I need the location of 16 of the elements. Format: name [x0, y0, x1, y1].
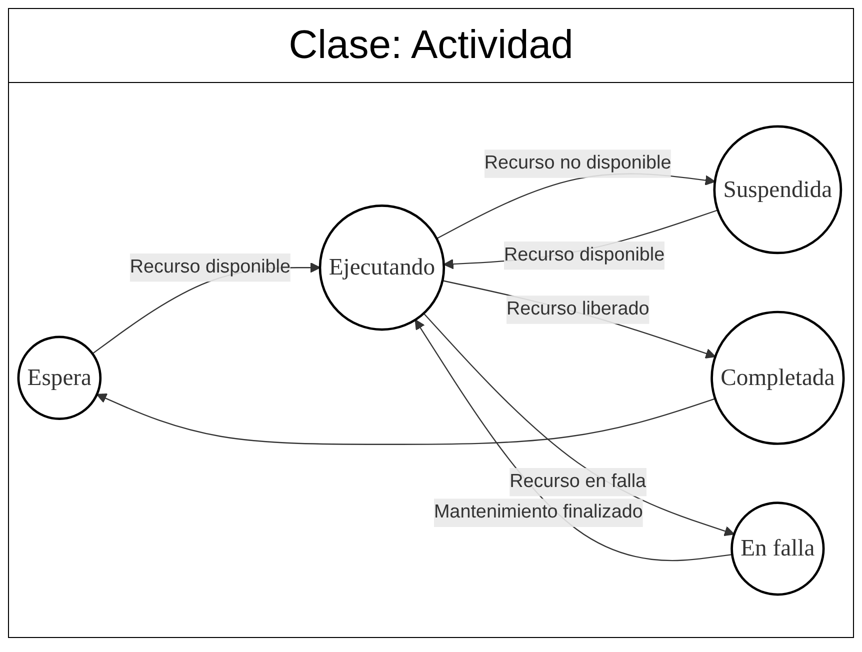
- node-circle: Suspendida: [713, 124, 842, 254]
- arrow: [442, 280, 716, 358]
- node-circle: Espera: [17, 335, 102, 420]
- edge-label: Recurso liberado: [506, 298, 650, 319]
- edge-label: Recurso no disponible: [484, 152, 672, 173]
- diagram-title: Clase: Actividad: [9, 9, 853, 83]
- edge-label: Mantenimiento finalizado: [434, 502, 643, 522]
- arrow: [423, 312, 735, 536]
- arrow: [414, 318, 732, 561]
- node-circle: Ejecutando: [318, 204, 446, 330]
- node-circle: Completada: [710, 310, 845, 444]
- arrow: [96, 392, 716, 444]
- node-circle: En falla: [730, 501, 825, 596]
- edge-label: Recurso disponible: [130, 256, 290, 277]
- edge-label: Recurso disponible: [504, 244, 665, 265]
- edge-label: Recurso en falla: [510, 471, 646, 492]
